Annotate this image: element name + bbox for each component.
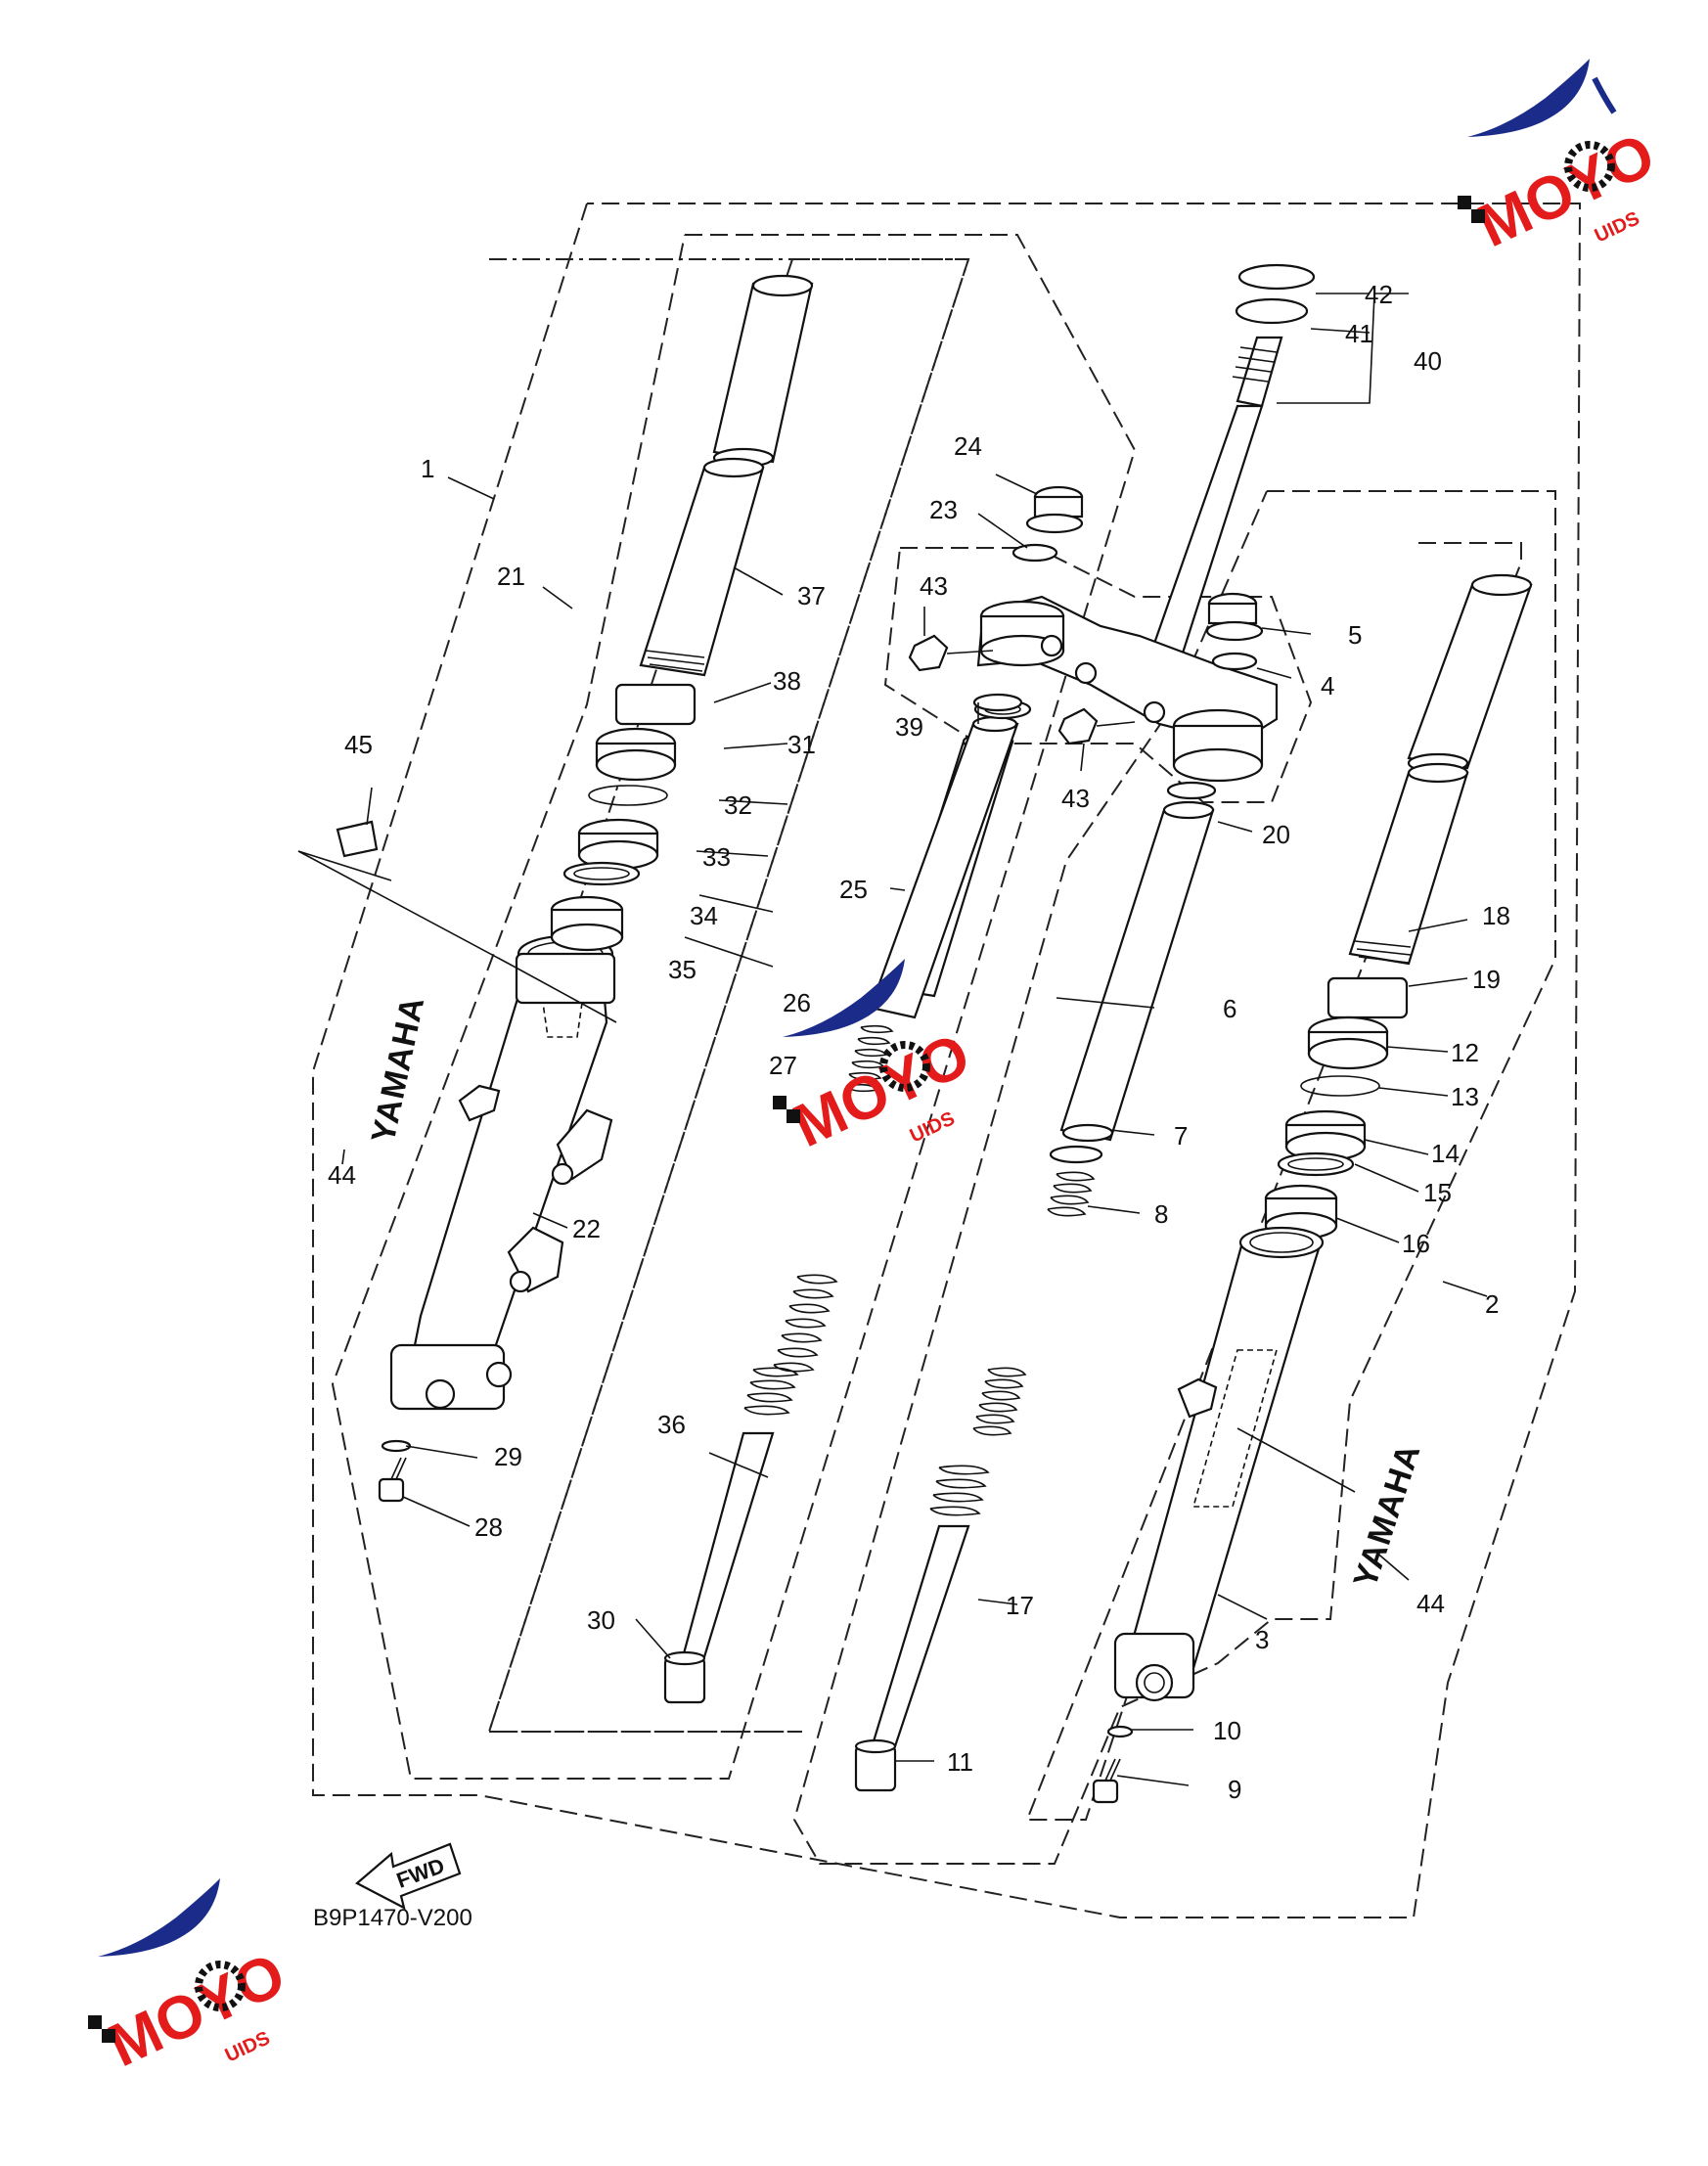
label-45: 45 [344,730,373,759]
label-6: 6 [1223,994,1236,1023]
label-1: 1 [421,454,434,483]
label-27: 27 [769,1051,797,1080]
label-5: 5 [1348,620,1362,650]
caps-24-5 [972,485,1264,800]
right-outer-tube [1113,1226,1325,1702]
decal-45 [297,787,617,1023]
label-29: 29 [494,1442,522,1471]
label-33: 33 [702,842,731,872]
label-28: 28 [474,1512,503,1542]
svg-text:MOYO: MOYO [784,1021,980,1161]
label-24: 24 [954,431,982,461]
left-inner-tube [614,274,814,726]
label-16: 16 [1402,1229,1430,1258]
label-35: 35 [668,955,697,984]
label-15: 15 [1423,1178,1452,1207]
steering-stem [1147,263,1316,667]
label-13: 13 [1451,1082,1479,1111]
label-21: 21 [497,562,525,591]
bolts-43 [908,634,1136,745]
lower-bracket [976,595,1279,783]
label-3: 3 [1255,1625,1269,1654]
watermark-logo-top-right: MOYO UIDS [1458,59,1665,260]
label-14: 14 [1431,1139,1460,1168]
right-seal-stack [1264,1015,1389,1241]
watermark-logo-bottom-left: MOYO UIDS [88,1878,295,2080]
label-36: 36 [657,1410,686,1439]
label-22: 22 [572,1214,601,1243]
left-outer-tube [389,934,616,1411]
left-seal-stack [550,727,677,952]
svg-text:MOYO: MOYO [99,1941,295,2081]
label-39: 39 [895,712,923,742]
label-30: 30 [587,1605,615,1635]
group-outline-right-fork [792,490,1556,1865]
label-43a: 43 [920,571,948,601]
yamaha-decal-left: YAMAHA [365,993,432,1147]
drawing-code: B9P1470-V200 [313,1905,472,1931]
label-10: 10 [1213,1716,1241,1745]
label-20: 20 [1262,820,1290,849]
label-4: 4 [1321,671,1334,700]
label-43b: 43 [1061,784,1090,813]
svg-text:MOYO: MOYO [1468,121,1665,261]
center-right-tube [854,800,1215,1792]
svg-text:UIDS: UIDS [907,1107,959,1147]
label-31: 31 [787,730,816,759]
label-26: 26 [783,988,811,1017]
label-44a: 44 [328,1160,356,1190]
label-44b: 44 [1416,1589,1445,1618]
label-9: 9 [1228,1775,1241,1804]
bottom-bolts [378,1439,1134,1804]
svg-text:UIDS: UIDS [222,2027,274,2066]
group-outline-bracket [883,547,1313,803]
label-7: 7 [1174,1121,1188,1151]
label-23: 23 [929,495,958,524]
label-12: 12 [1451,1038,1479,1067]
fwd-arrow-icon: FWD [355,1842,462,1911]
leader-lines [341,293,1488,1786]
label-17: 17 [1006,1591,1034,1620]
part-labels: 1 2 3 4 5 6 7 8 9 10 11 12 13 14 15 16 1… [328,280,1510,1804]
svg-text:UIDS: UIDS [1592,207,1643,247]
label-32: 32 [724,790,752,820]
group-outline-inner-left [331,234,1137,1780]
label-25: 25 [839,875,868,904]
yamaha-decal-right: YAMAHA [1346,1439,1427,1592]
label-34: 34 [690,901,718,930]
label-8: 8 [1154,1199,1168,1229]
label-40: 40 [1414,346,1442,376]
label-41: 41 [1345,319,1373,348]
label-42: 42 [1365,280,1393,309]
label-18: 18 [1482,901,1510,930]
label-11: 11 [947,1747,973,1777]
label-2: 2 [1485,1289,1499,1319]
label-38: 38 [773,666,801,696]
right-inner-tube [1326,573,1533,1019]
group-outline-left-fork [312,203,1582,1918]
label-19: 19 [1472,965,1501,994]
label-37: 37 [797,581,826,610]
